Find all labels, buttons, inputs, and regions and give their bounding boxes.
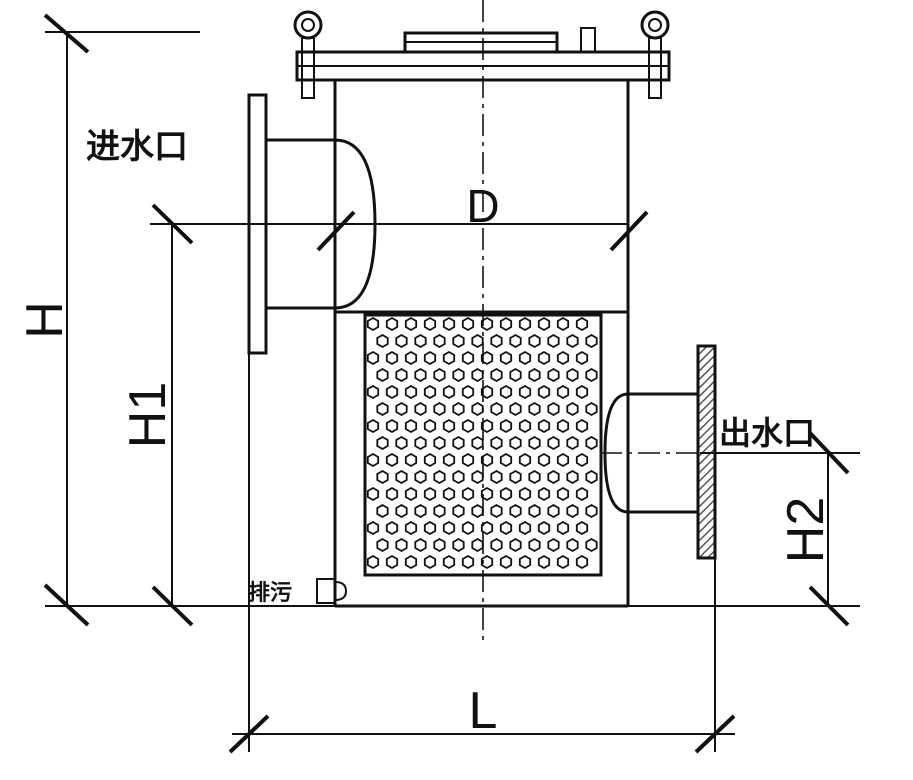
lifting-eye-left bbox=[293, 10, 323, 99]
drain-valve bbox=[316, 578, 348, 604]
outlet-pipe bbox=[603, 344, 717, 560]
dim-label-h1: H1 bbox=[119, 382, 177, 448]
perforation-pattern bbox=[366, 316, 598, 570]
cover-assembly bbox=[293, 10, 671, 99]
dimension-lines bbox=[43, 13, 860, 754]
dim-label-h2: H2 bbox=[777, 497, 835, 563]
vent-plug bbox=[580, 27, 596, 53]
dim-label-h: H bbox=[16, 301, 74, 339]
lifting-eye-right bbox=[640, 10, 670, 99]
inlet-label: 进水口 bbox=[86, 127, 188, 167]
center-lines bbox=[250, 0, 700, 640]
outlet-label: 出水口 bbox=[719, 414, 815, 452]
dim-label-d: D bbox=[466, 180, 499, 232]
filter-basket bbox=[363, 313, 603, 577]
drain-label: 排污 bbox=[248, 581, 292, 606]
dim-label-l: L bbox=[469, 682, 498, 740]
